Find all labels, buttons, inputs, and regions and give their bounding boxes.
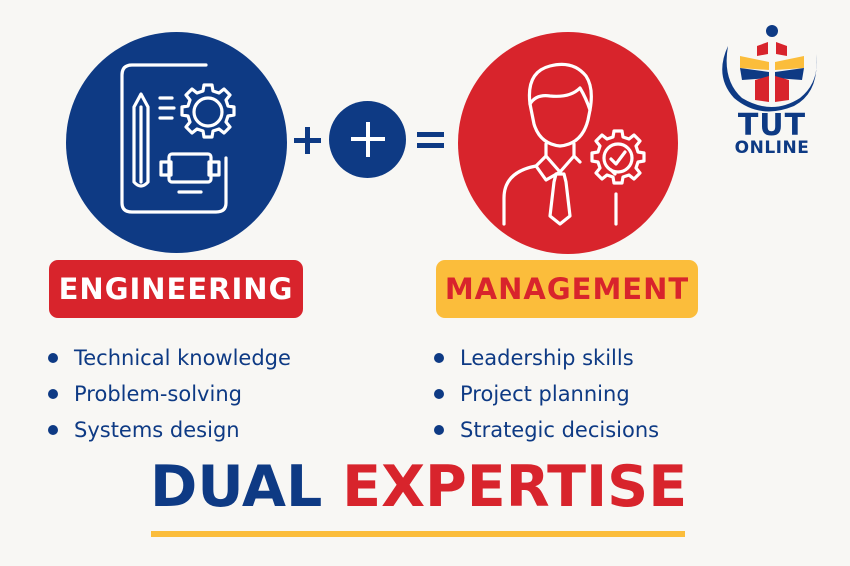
equals-operator-icon [417,132,444,148]
list-item-text: Leadership skills [460,346,634,370]
management-badge: MANAGEMENT [436,260,698,318]
list-item: Technical knowledge [48,340,291,376]
bullet-icon [434,425,444,435]
list-item-text: Systems design [74,418,240,442]
list-item: Strategic decisions [434,412,659,448]
management-skills-list: Leadership skills Project planning Strat… [434,340,659,448]
engineering-skills-list: Technical knowledge Problem-solving Syst… [48,340,291,448]
headline-underline [151,531,685,537]
headline: DUAL EXPERTISE [150,452,690,522]
bullet-icon [48,353,58,363]
tut-online-logo: TUT ONLINE [712,18,832,168]
plus-operator-icon [294,127,321,154]
headline-dual: DUAL [150,454,323,520]
engineering-label: ENGINEERING [58,272,294,306]
management-circle [458,32,678,254]
list-item-text: Technical knowledge [74,346,291,370]
bullet-icon [434,389,444,399]
bullet-icon [434,353,444,363]
manager-gear-icon [502,62,646,226]
list-item-text: Strategic decisions [460,418,660,442]
list-item: Project planning [434,376,659,412]
logo-subtitle: ONLINE [734,138,810,158]
bullet-icon [48,425,58,435]
plus-circle [329,101,406,178]
list-item: Problem-solving [48,376,291,412]
headline-expertise: EXPERTISE [342,454,688,520]
engineering-blueprint-icon [120,63,236,214]
tut-emblem-icon [722,25,817,112]
management-label: MANAGEMENT [444,272,690,306]
list-item: Leadership skills [434,340,659,376]
list-item-text: Problem-solving [74,382,242,406]
plus-icon [351,122,385,157]
bullet-icon [48,389,58,399]
engineering-badge: ENGINEERING [49,260,303,318]
engineering-circle [66,32,287,253]
list-item: Systems design [48,412,291,448]
logo-title: TUT [737,108,807,143]
list-item-text: Project planning [460,382,630,406]
